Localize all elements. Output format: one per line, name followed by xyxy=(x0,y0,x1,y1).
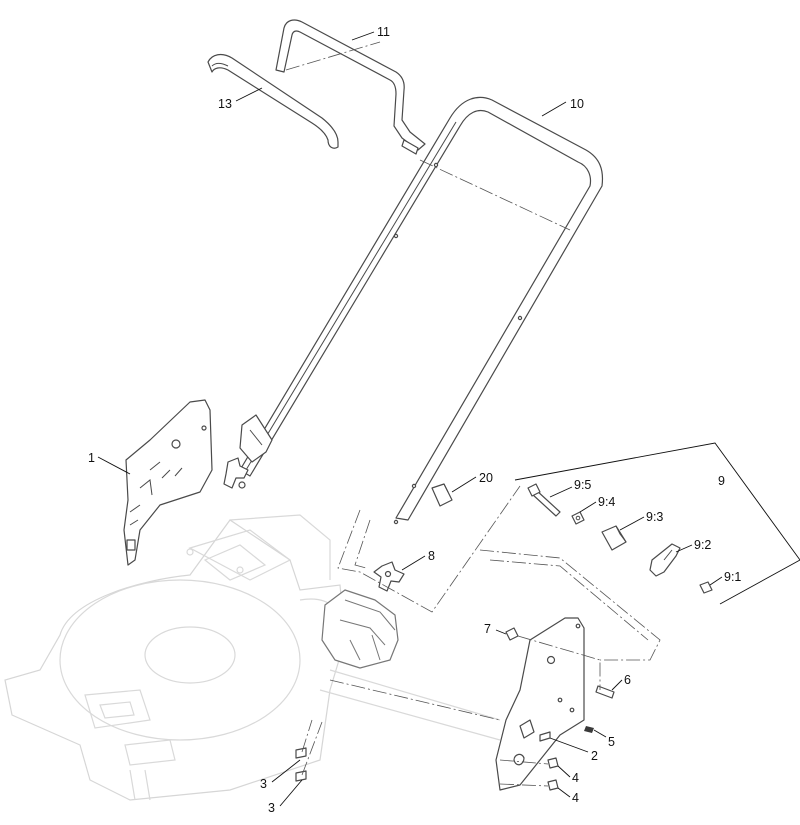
callout-7: 7 xyxy=(484,622,491,636)
part-9-assembly xyxy=(527,483,713,594)
callout-11: 11 xyxy=(377,25,390,39)
callout-4a: 4 xyxy=(572,771,579,785)
part-7-nut xyxy=(505,627,519,641)
callout-3a: 3 xyxy=(260,777,267,791)
callout-20: 20 xyxy=(479,471,493,485)
callout-1: 1 xyxy=(88,451,95,465)
part-10-handle xyxy=(238,96,604,525)
part-4-nuts xyxy=(547,757,559,791)
callout-10: 10 xyxy=(570,97,584,111)
center-bracket xyxy=(321,589,399,669)
callout-6: 6 xyxy=(624,673,631,687)
part-5-screw xyxy=(584,726,594,733)
callout-9-4: 9:4 xyxy=(598,495,615,509)
callout-9: 9 xyxy=(718,474,725,488)
callout-8: 8 xyxy=(428,549,435,563)
part-6-pin xyxy=(595,685,615,699)
item-9-bracket xyxy=(514,442,800,605)
part-2-side-plate xyxy=(495,617,585,791)
callout-13: 13 xyxy=(218,97,232,111)
callout-2: 2 xyxy=(591,749,598,763)
callout-3b: 3 xyxy=(268,801,275,815)
callout-9-2: 9:2 xyxy=(694,538,711,552)
callout-labels: 11 13 10 1 20 9 9:5 9:4 9:3 9:2 9:1 8 7 … xyxy=(88,25,741,815)
callout-4b: 4 xyxy=(572,791,579,805)
part-8-knob xyxy=(223,457,405,592)
callout-5: 5 xyxy=(608,735,615,749)
part-20-connector xyxy=(431,483,453,507)
part-1-side-plate xyxy=(123,399,213,566)
callout-9-3: 9:3 xyxy=(646,510,663,524)
callout-9-5: 9:5 xyxy=(574,478,591,492)
part-13-bail-grip xyxy=(207,53,339,149)
callout-9-1: 9:1 xyxy=(724,570,741,584)
part-11-bail xyxy=(275,19,426,155)
leader-lines xyxy=(97,31,723,807)
mower-deck-ghost xyxy=(4,514,501,801)
phantom-lines xyxy=(285,41,661,787)
